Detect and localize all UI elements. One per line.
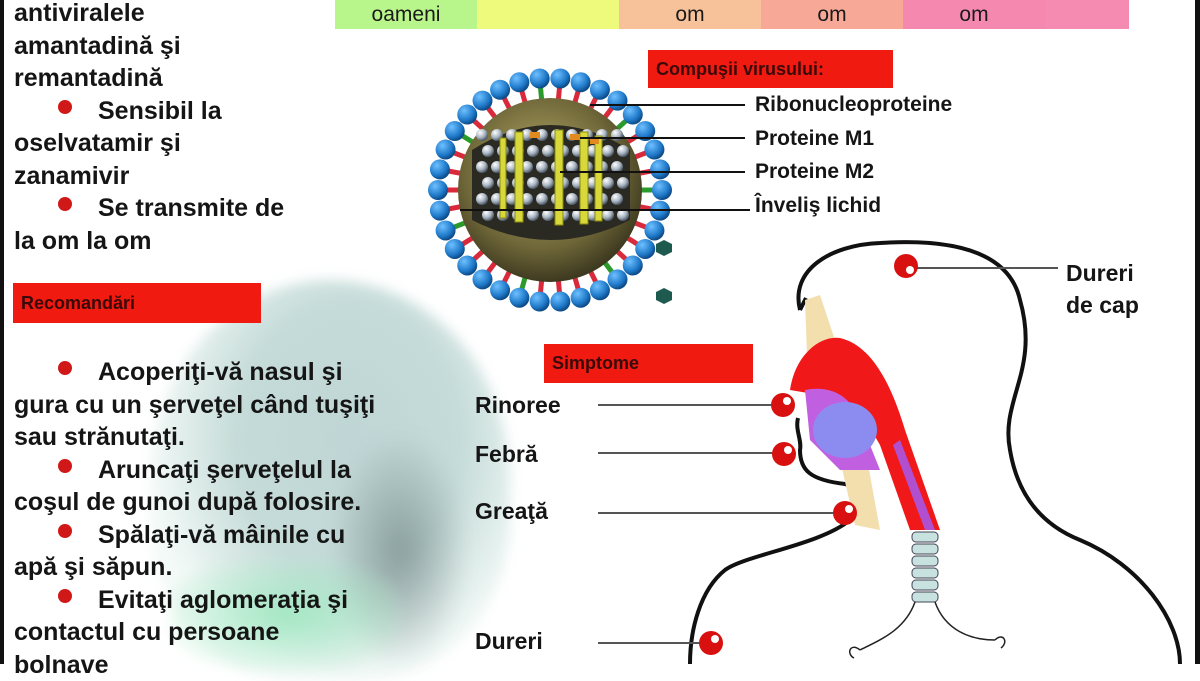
symptom-label: Dureri — [475, 628, 543, 655]
marker-dot-icon — [699, 254, 918, 655]
symptom-markers — [0, 0, 1200, 664]
symptom-label: Rinoree — [475, 392, 561, 419]
symptom-label: Febră — [475, 441, 538, 468]
headache-label: Dureri de cap — [1066, 257, 1139, 321]
symptom-label: Greaţă — [475, 498, 548, 525]
symptoms-header: Simptome — [544, 344, 753, 383]
